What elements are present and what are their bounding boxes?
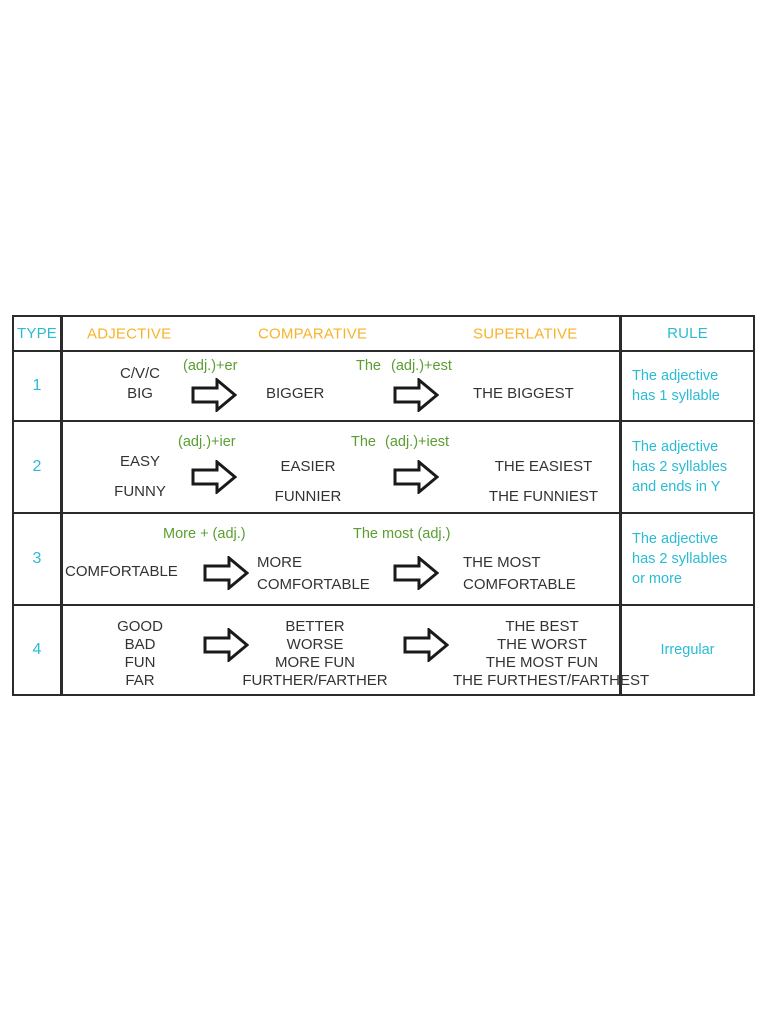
row-rule-cell: Irregular <box>622 606 753 694</box>
header-label-superlative: SUPERLATIVE <box>473 325 578 342</box>
superlative-text: THE WORST <box>497 636 587 653</box>
comparative-text: BIGGER <box>266 385 325 402</box>
adjective-text: EASY <box>119 453 161 470</box>
right-block-arrow-icon <box>393 460 439 494</box>
superlative-text: THE MOST FUN <box>485 654 599 671</box>
header-cell-rule: RULE <box>622 317 753 350</box>
row-rule-cell: The adjective has 2 syllables or more <box>622 514 753 604</box>
type-number: 3 <box>32 550 42 567</box>
row-content-cell: GOOD BAD FUN FAR BETTER WORSE MORE FUN F… <box>63 606 649 694</box>
superlative-text: THE MOST <box>463 554 541 571</box>
row-type-cell: 4 <box>14 606 63 694</box>
right-block-arrow-icon <box>393 378 439 412</box>
comparative-text: WORSE <box>286 636 344 653</box>
superlative-text: THE EASIEST <box>494 458 593 475</box>
superlative-text: THE BIGGEST <box>473 385 574 402</box>
superlative-formula-prefix: The <box>356 358 381 374</box>
comparative-formula: More + (adj.) <box>163 526 246 542</box>
superlative-text: THE FUNNIEST <box>488 488 599 505</box>
table-row: 2 EASY FUNNY (adj.)+ier EASIER FUNNIER <box>14 420 753 512</box>
superlative-text: THE FURTHEST/FARTHEST <box>453 672 650 689</box>
comparative-text: MORE <box>257 554 302 571</box>
comparatives-superlatives-table: TYPE ADJECTIVE COMPARATIVE SUPERLATIVE R… <box>12 315 755 696</box>
row-content-cell: More + (adj.) COMFORTABLE MORE COMFORTAB… <box>63 514 622 604</box>
row-type-cell: 1 <box>14 352 63 420</box>
comparative-text: EASIER <box>280 458 336 475</box>
header-cell-main: ADJECTIVE COMPARATIVE SUPERLATIVE <box>63 317 622 350</box>
comparative-text: FURTHER/FARTHER <box>242 672 388 689</box>
right-block-arrow-icon <box>191 378 237 412</box>
table-row: 4 GOOD BAD FUN FAR BETTER WORSE M <box>14 604 753 694</box>
rule-text: The adjective <box>632 368 719 384</box>
adjective-text: FAR <box>125 672 155 689</box>
header-label-comparative: COMPARATIVE <box>258 325 368 342</box>
rule-text: Irregular <box>660 642 715 658</box>
comparative-text: FUNNIER <box>274 488 342 505</box>
comparative-text: MORE FUN <box>275 654 355 671</box>
comparative-formula: (adj.)+ier <box>178 434 236 450</box>
row-content-cell: C/V/C BIG (adj.)+er BIGGER The (adj.)+es… <box>63 352 622 420</box>
superlative-text: COMFORTABLE <box>463 576 576 593</box>
comparative-formula: (adj.)+er <box>183 358 238 374</box>
header-cell-type: TYPE <box>14 317 63 350</box>
row-rule-cell: The adjective has 2 syllables and ends i… <box>622 422 753 512</box>
header-label-type: TYPE <box>17 325 57 342</box>
superlative-formula-prefix: The <box>351 434 376 450</box>
rule-text: The adjective <box>632 531 719 547</box>
right-block-arrow-icon <box>203 556 249 590</box>
type-number: 4 <box>32 641 42 658</box>
adjective-text: FUN <box>124 654 156 671</box>
comparative-text: BETTER <box>285 618 345 635</box>
rule-text: and ends in Y <box>632 479 721 495</box>
superlative-formula: (adj.)+iest <box>385 434 450 450</box>
table-row: 1 C/V/C BIG (adj.)+er BIGGER The <box>14 350 753 420</box>
right-block-arrow-icon <box>393 556 439 590</box>
rule-text: The adjective <box>632 439 719 455</box>
superlative-formula: (adj.)+est <box>391 358 452 374</box>
adjective-text: COMFORTABLE <box>65 563 178 580</box>
type-number: 1 <box>32 377 42 394</box>
row-type-cell: 3 <box>14 514 63 604</box>
superlative-text: THE BEST <box>505 618 579 635</box>
right-block-arrow-icon <box>403 628 449 662</box>
header-label-adjective: ADJECTIVE <box>87 325 172 342</box>
adjective-text: C/V/C <box>119 365 160 382</box>
table-row: 3 More + (adj.) COMFORTABLE MORE COMFORT… <box>14 512 753 604</box>
row-type-cell: 2 <box>14 422 63 512</box>
right-block-arrow-icon <box>191 460 237 494</box>
type-number: 2 <box>32 458 42 475</box>
rule-text: has 1 syllable <box>632 388 720 404</box>
adjective-text: BIG <box>127 385 153 402</box>
row-content-cell: EASY FUNNY (adj.)+ier EASIER FUNNIER The… <box>63 422 622 512</box>
table-header-row: TYPE ADJECTIVE COMPARATIVE SUPERLATIVE R… <box>14 317 753 350</box>
row-rule-cell: The adjective has 1 syllable <box>622 352 753 420</box>
adjective-text: BAD <box>124 636 156 653</box>
header-label-rule: RULE <box>667 325 708 342</box>
rule-text: has 2 syllables <box>632 459 728 475</box>
rule-text: or more <box>632 571 682 587</box>
adjective-text: FUNNY <box>114 483 166 500</box>
rule-text: has 2 syllables <box>632 551 728 567</box>
right-block-arrow-icon <box>203 628 249 662</box>
comparative-text: COMFORTABLE <box>257 576 370 593</box>
superlative-formula: The most (adj.) <box>353 526 451 542</box>
adjective-text: GOOD <box>117 618 163 635</box>
